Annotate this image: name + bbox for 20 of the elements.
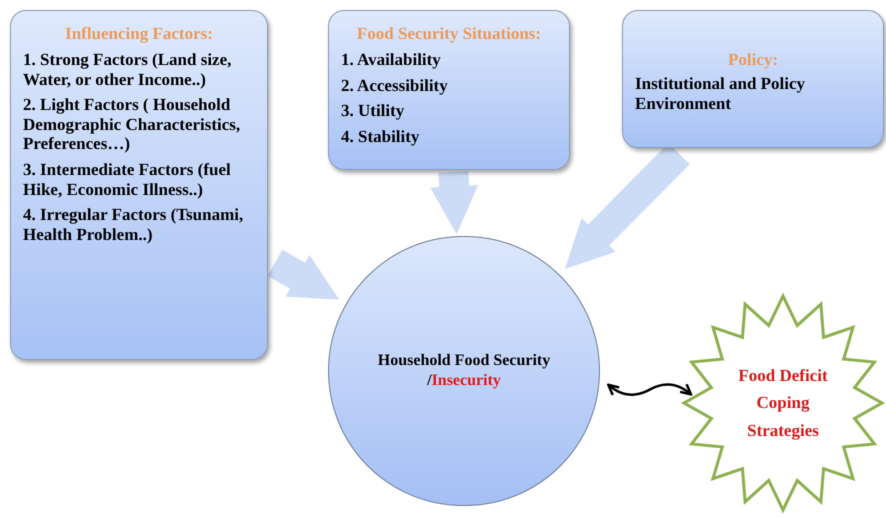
- factor-text: Institutional and Policy Environment: [635, 74, 806, 114]
- factor-text: 2. Accessibility: [341, 76, 449, 96]
- factor-text: 3. Intermediate Factors (fuel Hike, Economic Illness..): [23, 160, 232, 200]
- double-arrow: [607, 383, 692, 396]
- circle-text: Household Food Security /Insecurity: [376, 351, 552, 391]
- factor-text: 4. Stability: [341, 126, 420, 146]
- factor-text: 4. Irregular Factors (Tsunami, Health Problem..): [23, 205, 244, 244]
- rounded-box: [328, 10, 570, 170]
- star-text: Food Deficit Coping Strategies: [737, 365, 829, 442]
- box-heading: Food Security Situations:: [356, 23, 542, 44]
- rounded-box: [10, 10, 268, 360]
- factor-text: 3. Utility: [341, 101, 406, 121]
- rounded-box: [622, 10, 884, 148]
- factor-text: 2. Light Factors ( Household Demographic Characteristics, Preferences…): [23, 95, 242, 154]
- factor-text: 1. Availability: [341, 50, 442, 70]
- box-heading: Influencing Factors:: [64, 23, 214, 44]
- block-arrow: [430, 171, 478, 234]
- box-heading: Policy:: [726, 49, 780, 70]
- factor-text: 1. Strong Factors (Land size, Water, or other Income..): [23, 50, 232, 90]
- block-arrow: [268, 250, 340, 300]
